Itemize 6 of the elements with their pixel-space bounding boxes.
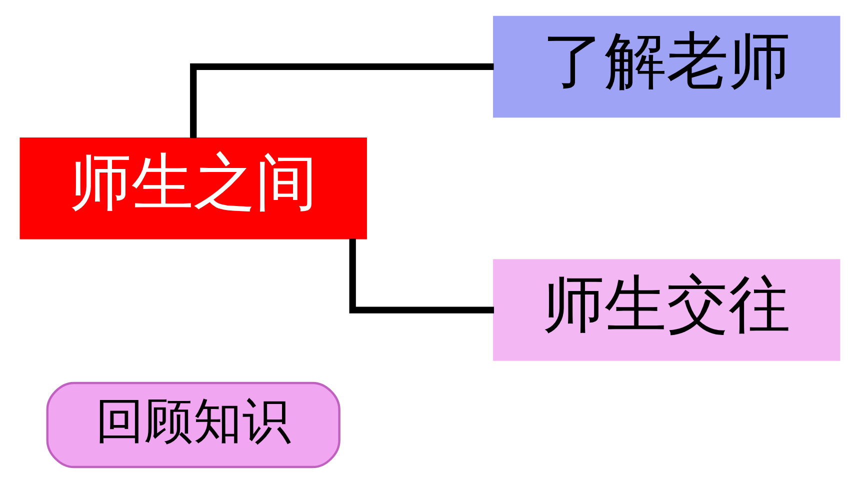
connector <box>349 238 494 314</box>
node-box: 师生交往 <box>493 259 840 361</box>
connector <box>190 63 494 138</box>
node-box: 师生之间 <box>20 138 367 240</box>
node-box: 了解老师 <box>493 16 840 118</box>
node-box: 回顾知识 <box>46 382 340 468</box>
